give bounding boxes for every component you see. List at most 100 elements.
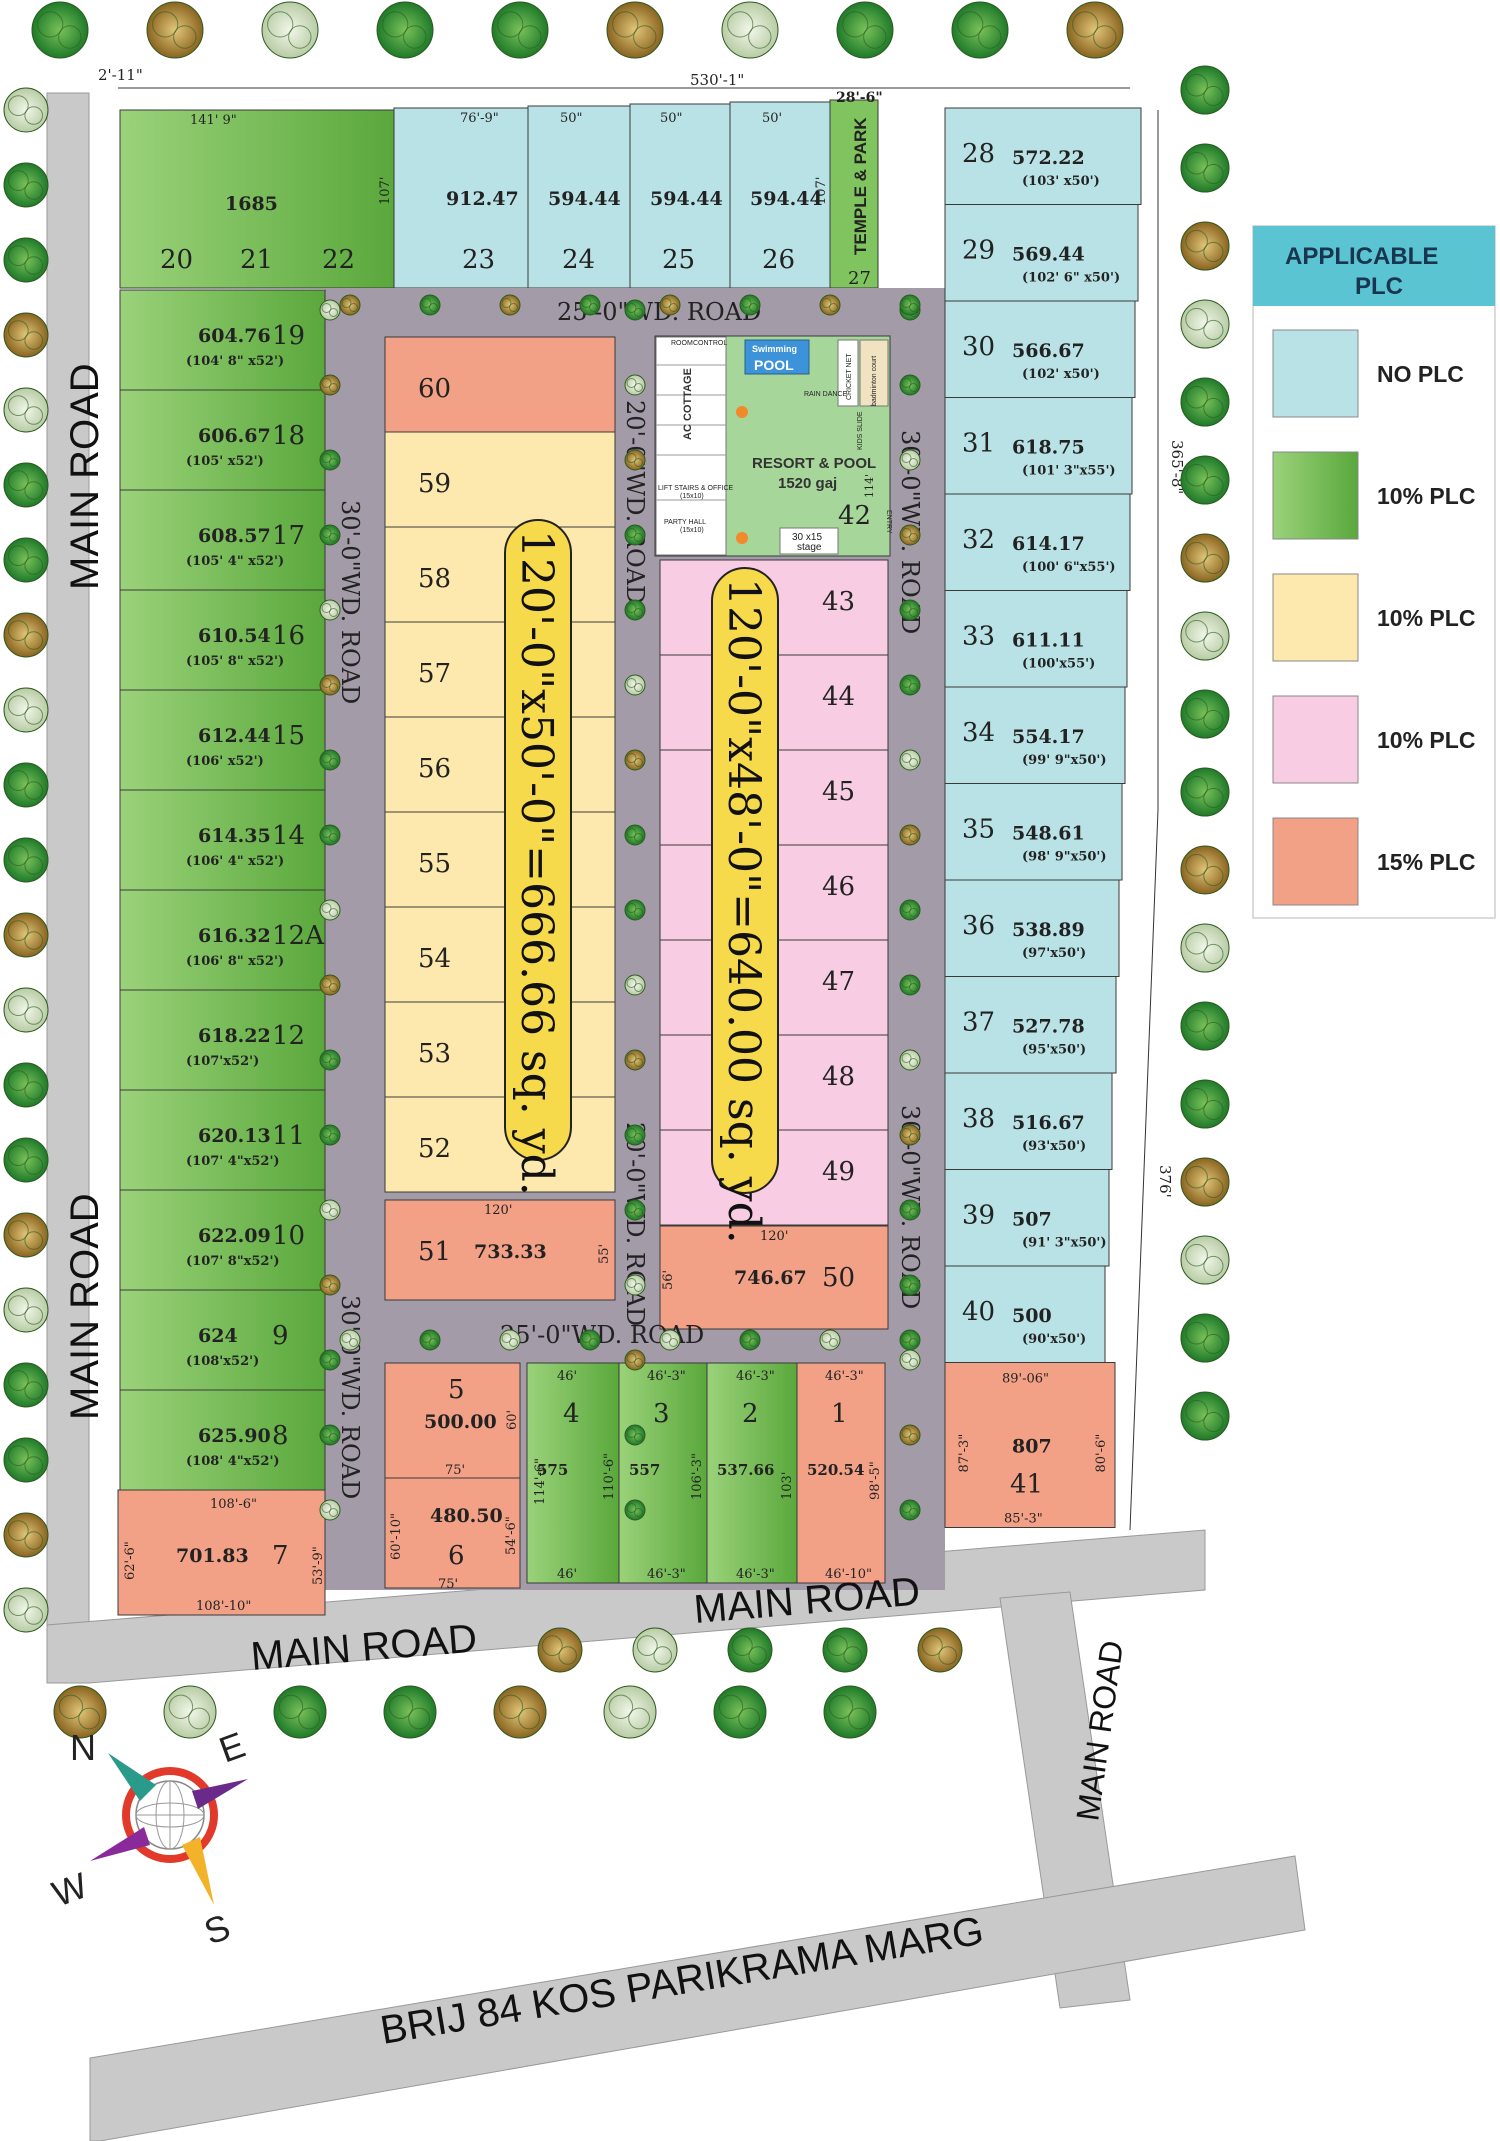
plot-34-area: 554.17: [1012, 726, 1085, 748]
plot-33-no: 33: [962, 622, 995, 652]
control-label: CONTROL: [693, 340, 727, 347]
tree-icon: [579, 1329, 601, 1351]
plot-no-23: 23: [462, 245, 495, 275]
plot-2-right: 103': [780, 1472, 795, 1500]
tree-icon: [624, 374, 646, 396]
plot-4: [526, 1362, 620, 1584]
tree-icon: [1180, 1391, 1230, 1441]
tree-icon: [163, 1685, 217, 1739]
trees: [3, 1, 1230, 1739]
tree-icon: [899, 1049, 921, 1071]
bottom-plots: 5500.0075'60'480.50675'60'-10"54'-6"4575…: [384, 1362, 886, 1592]
tree-icon: [624, 299, 646, 321]
road-left-top-label: 30'-0"WD. ROAD: [336, 500, 364, 704]
stage-sub: stage: [797, 542, 822, 553]
legend-label-1: NO PLC: [1377, 361, 1464, 387]
tree-icon: [739, 1329, 761, 1351]
compass-needle-n: [108, 1753, 156, 1801]
plot-14-dim: (106' 4" x52'): [186, 854, 284, 869]
tree-icon: [899, 1124, 921, 1146]
plot-15-area: 612.44: [198, 725, 271, 747]
plot-8-area: 625.90: [198, 1425, 271, 1447]
plot-4-right: 110'-6": [602, 1453, 617, 1500]
lift-label: LIFT STAIRS & OFFICE: [658, 485, 734, 492]
plot-6-w: 75': [438, 1577, 458, 1592]
tree-icon: [319, 1049, 341, 1071]
plot-32: [944, 493, 1131, 591]
tree-icon: [1180, 689, 1230, 739]
legend-label-4: 10% PLC: [1377, 727, 1475, 753]
tree-icon: [3, 462, 49, 508]
plot-50-width: 120': [760, 1229, 788, 1244]
plot-10: [119, 1189, 326, 1291]
plot-58-no: 58: [418, 564, 451, 594]
plot-36: [944, 879, 1120, 977]
plot-32-area: 614.17: [1012, 533, 1085, 555]
plot-41: [944, 1362, 1116, 1528]
plot-41-area: 807: [1012, 1436, 1052, 1458]
plot-55-no: 55: [418, 849, 451, 879]
tree-icon: [899, 524, 921, 546]
tree-icon: [899, 674, 921, 696]
plot-43-no: 43: [822, 587, 855, 617]
plot-37-dim: (95'x50'): [1022, 1043, 1086, 1058]
tree-icon: [624, 974, 646, 996]
plot-41-left: 87'-3": [957, 1434, 972, 1473]
plot-7-right: 53'-9": [311, 1546, 326, 1585]
plot-no-20: 20: [160, 245, 193, 275]
tree-icon: [319, 974, 341, 996]
tree-icon: [273, 1685, 327, 1739]
top-plot-width-25: 50": [660, 111, 683, 126]
plot-1-right: 98'-5": [868, 1461, 883, 1500]
tree-icon: [319, 299, 341, 321]
plot-17-no: 17: [272, 521, 305, 551]
plot-19-area: 604.76: [198, 325, 271, 347]
tree-icon: [624, 524, 646, 546]
plot-2-top: 46'-3": [736, 1369, 775, 1384]
plot-2-no: 2: [742, 1399, 759, 1429]
plot-2-area: 537.66: [717, 1461, 774, 1479]
site-dimensions: 530'-1"2'-11"28'-6"365'-8"376': [98, 66, 1186, 1531]
tree-icon: [3, 1062, 49, 1108]
legend-title-bg: [1253, 226, 1495, 306]
party-icon: [736, 406, 748, 418]
top-plot-area-26: 594.44: [750, 188, 823, 210]
plot-5-no: 5: [448, 1375, 465, 1405]
compass-needle-e: [192, 1779, 248, 1809]
plot-12A-area: 616.32: [198, 925, 271, 947]
plot-no-21: 21: [240, 245, 273, 275]
banner-pink: 120'-0"x48'-0"=640.00 sq. yd.: [718, 578, 769, 1244]
tree-icon: [624, 749, 646, 771]
plot-11: [119, 1089, 326, 1191]
tree-icon: [3, 1137, 49, 1183]
temple-width: 28'-6": [836, 90, 883, 106]
tree-icon: [624, 674, 646, 696]
plot-39-no: 39: [962, 1201, 995, 1231]
tree-icon: [624, 449, 646, 471]
plot-29-no: 29: [962, 236, 995, 266]
plot-6: [384, 1477, 521, 1589]
plot-14-area: 614.35: [198, 825, 271, 847]
plot-31-no: 31: [962, 429, 995, 459]
plot-7-left: 62'-6": [123, 1541, 138, 1580]
tree-icon: [1066, 1, 1124, 59]
resort-plot-no: 42: [838, 501, 871, 531]
tree-icon: [624, 1274, 646, 1296]
plot-59: [384, 431, 616, 528]
legend-swatch-4: [1272, 695, 1359, 784]
plot-50-depth: 56': [661, 1270, 676, 1290]
plot-4-left: 114'-6": [533, 1458, 548, 1505]
tree-icon: [823, 1685, 877, 1739]
tree-icon: [659, 294, 681, 316]
tree-icon: [624, 899, 646, 921]
plot-29: [944, 204, 1139, 302]
tree-icon: [319, 524, 341, 546]
tree-icon: [419, 1329, 441, 1351]
plot-3-no: 3: [653, 1399, 670, 1429]
plot-10-dim: (107' 8"x52'): [186, 1254, 280, 1269]
plot-19-dim: (104' 8" x52'): [186, 354, 284, 369]
banner-yellow: 120'-0"x50'-0"=666.66 sq. yd.: [511, 530, 562, 1196]
